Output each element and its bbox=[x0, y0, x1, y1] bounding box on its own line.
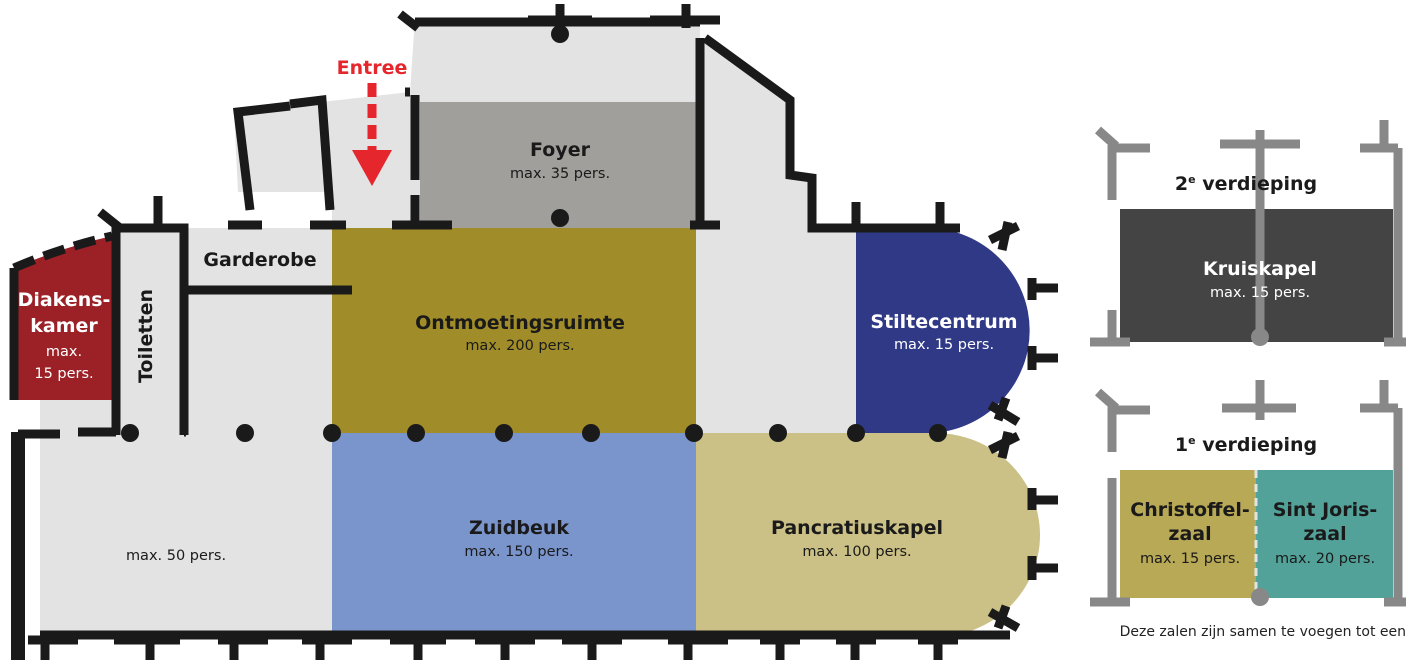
diakenskamer-capacity-line1: max. bbox=[46, 344, 82, 360]
toiletten-name: Toiletten bbox=[135, 289, 157, 383]
second-floor-plan: 2e verdieping Kruiskapel max. 15 pers. bbox=[1090, 120, 1406, 347]
pancratiuskapel-name: Pancratiuskapel bbox=[771, 517, 943, 539]
kruiskapel-name: Kruiskapel bbox=[1203, 258, 1317, 280]
room-ontmoetingsruimte[interactable] bbox=[332, 228, 696, 433]
columns bbox=[121, 25, 947, 442]
garderobe-name: Garderobe bbox=[203, 249, 316, 271]
room-sint-joriszaal[interactable] bbox=[1256, 470, 1393, 598]
stiltecentrum-name: Stiltecentrum bbox=[870, 311, 1017, 333]
kruiskapel-capacity: max. 15 pers. bbox=[1210, 285, 1310, 301]
zuidbeuk-name: Zuidbeuk bbox=[469, 517, 569, 539]
sint-joriszaal-name-line1: Sint Joris- bbox=[1273, 499, 1378, 521]
floor-west-aisle bbox=[40, 432, 340, 637]
room-stiltecentrum[interactable] bbox=[856, 228, 1030, 433]
ontmoetingsruimte-name: Ontmoetingsruimte bbox=[415, 312, 625, 334]
diakenskamer-capacity-line2: 15 pers. bbox=[34, 366, 93, 382]
christoffelzaal-name-line1: Christoffel- bbox=[1130, 499, 1249, 521]
walls bbox=[9, 4, 1058, 660]
room-diakenskamer[interactable] bbox=[14, 236, 112, 400]
first-floor-plan: 1e verdieping Christoffel- zaal max. 15 … bbox=[1090, 380, 1406, 607]
ontmoetingsruimte-capacity: max. 200 pers. bbox=[465, 338, 574, 354]
diakenskamer-name-line1: Diakens- bbox=[18, 289, 111, 311]
arrow-down-icon bbox=[352, 150, 392, 186]
zuidbeuk-capacity: max. 150 pers. bbox=[464, 544, 573, 560]
west-aisle-capacity: max. 50 pers. bbox=[126, 548, 226, 564]
first-floor-label: 1e verdieping bbox=[1175, 434, 1317, 456]
south-buttresses bbox=[28, 635, 958, 660]
sint-joriszaal-capacity: max. 20 pers. bbox=[1275, 551, 1375, 567]
pancratiuskapel-capacity: max. 100 pers. bbox=[802, 544, 911, 560]
foyer-capacity: max. 35 pers. bbox=[510, 166, 610, 182]
sint-joriszaal-name-line2: zaal bbox=[1303, 523, 1346, 545]
stiltecentrum-capacity: max. 15 pers. bbox=[894, 337, 994, 353]
entrance-marker: Entree bbox=[337, 57, 408, 186]
entrance-label: Entree bbox=[337, 57, 408, 79]
christoffelzaal-capacity: max. 15 pers. bbox=[1140, 551, 1240, 567]
second-floor-label: 2e verdieping bbox=[1175, 173, 1317, 195]
diakenskamer-name-line2: kamer bbox=[30, 315, 98, 337]
room-christoffelzaal[interactable] bbox=[1120, 470, 1256, 598]
foyer-name: Foyer bbox=[530, 139, 591, 161]
footnote: Deze zalen zijn samen te voegen tot een bbox=[1120, 624, 1406, 640]
room-pancratiuskapel[interactable] bbox=[696, 433, 1040, 637]
room-foyer[interactable] bbox=[420, 102, 696, 228]
apse-buttresses bbox=[987, 221, 1058, 632]
room-zuidbeuk[interactable] bbox=[332, 433, 696, 637]
christoffelzaal-name-line2: zaal bbox=[1168, 523, 1211, 545]
